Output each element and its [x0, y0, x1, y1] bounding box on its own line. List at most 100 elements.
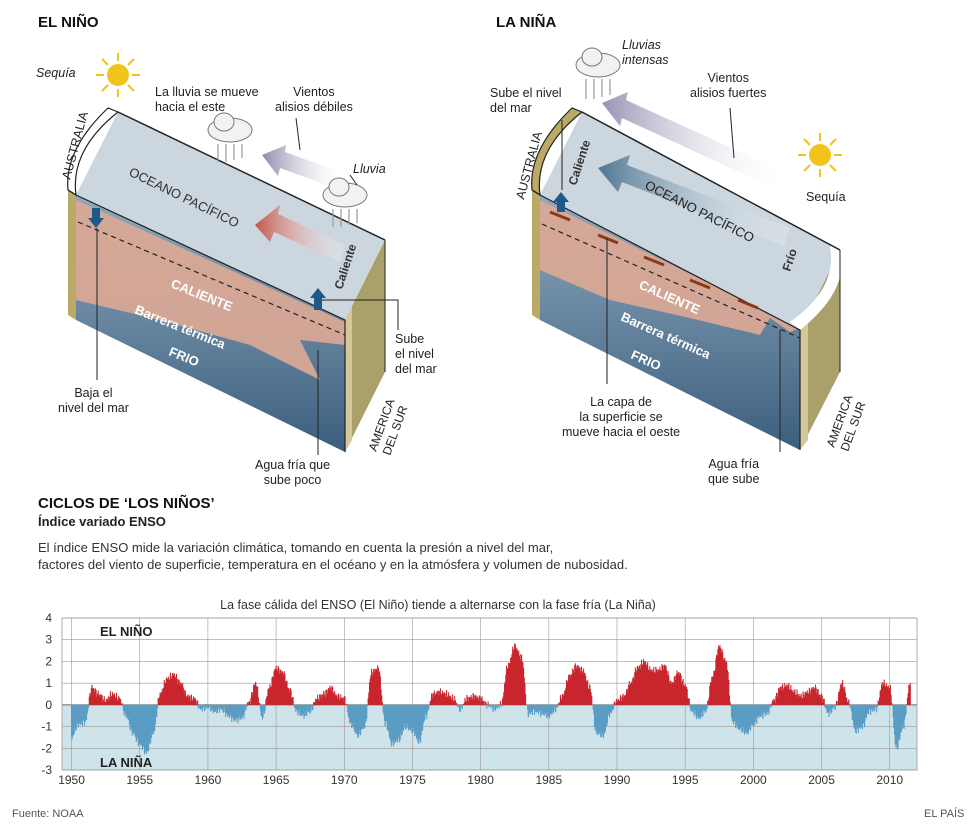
enso-cold-bar: [310, 704, 312, 712]
enso-cold-bar: [893, 704, 896, 735]
enso-warm-bar: [476, 696, 478, 705]
enso-warm-bar: [578, 667, 581, 705]
enso-cold-bar: [350, 704, 352, 722]
enso-cold-bar: [246, 704, 248, 708]
enso-cold-bar: [428, 704, 430, 711]
enso-cold-bar: [298, 704, 300, 713]
enso-warm-bar: [566, 680, 568, 705]
enso-warm-bar: [176, 673, 178, 705]
enso-warm-bar: [252, 691, 254, 705]
enso-cold-bar: [751, 704, 753, 725]
enso-cold-bar: [765, 704, 767, 714]
enso-warm-bar: [441, 690, 443, 705]
enso-warm-bar: [335, 694, 337, 705]
enso-cold-bar: [895, 704, 897, 748]
enso-warm-bar: [248, 701, 250, 705]
enso-warm-bar: [807, 693, 809, 705]
enso-cold-bar: [831, 704, 833, 708]
enso-cold-bar: [77, 704, 79, 724]
enso-warm-bar: [721, 648, 723, 705]
enso-warm-bar: [98, 694, 101, 705]
enso-warm-bar: [118, 697, 120, 705]
enso-cold-bar: [744, 704, 746, 732]
enso-warm-bar: [182, 682, 184, 705]
enso-warm-bar: [641, 665, 643, 705]
enso-cold-bar: [364, 704, 366, 722]
enso-cold-bar: [834, 704, 836, 710]
y-tick-label: 4: [45, 611, 52, 625]
enso-cold-bar: [126, 704, 128, 716]
enso-cold-bar: [152, 704, 154, 735]
enso-cold-bar: [730, 704, 732, 707]
enso-cold-bar: [210, 704, 212, 712]
enso-warm-bar: [566, 679, 568, 705]
enso-cold-bar: [295, 704, 297, 713]
enso-warm-bar: [685, 687, 687, 705]
enso-warm-bar: [557, 703, 559, 705]
enso-warm-bar: [680, 674, 682, 705]
enso-warm-bar: [638, 666, 640, 705]
enso-warm-bar: [332, 693, 334, 705]
enso-warm-bar: [507, 669, 509, 705]
enso-cold-bar: [867, 704, 869, 713]
enso-cold-bar: [828, 704, 830, 718]
enso-warm-bar: [455, 703, 457, 705]
enso-warm-bar: [467, 701, 469, 705]
enso-warm-bar: [881, 684, 883, 705]
rain-label: Lluvia: [353, 162, 386, 176]
enso-cold-bar: [859, 704, 861, 727]
enso-cold-bar: [496, 704, 498, 709]
enso-cold-bar: [223, 704, 225, 708]
enso-cold-bar: [416, 704, 418, 738]
enso-warm-bar: [169, 678, 171, 705]
enso-warm-bar: [510, 657, 512, 705]
enso-warm-bar: [317, 694, 319, 705]
enso-cold-bar: [605, 704, 607, 726]
enso-warm-bar: [673, 676, 675, 705]
enso-warm-bar: [714, 669, 716, 705]
enso-warm-bar: [111, 691, 113, 705]
enso-cold-bar: [748, 704, 750, 733]
enso-warm-bar: [101, 695, 103, 705]
enso-warm-bar: [317, 699, 319, 705]
enso-warm-bar: [485, 702, 487, 705]
enso-warm-bar: [886, 686, 888, 705]
enso-cold-bar: [694, 704, 696, 715]
enso-cold-bar: [409, 704, 411, 731]
enso-cold-bar: [146, 704, 148, 753]
enso-warm-bar: [180, 683, 182, 705]
enso-warm-bar: [94, 691, 96, 705]
enso-cold-bar: [356, 704, 358, 733]
enso-warm-bar: [687, 697, 689, 705]
enso-warm-bar: [806, 690, 808, 705]
enso-cold-bar: [413, 704, 416, 737]
enso-cold-bar: [538, 704, 540, 715]
enso-cold-bar: [242, 704, 244, 716]
enso-warm-bar: [503, 683, 506, 705]
enso-cold-bar: [849, 704, 851, 709]
enso-cold-bar: [550, 704, 552, 715]
enso-cold-bar: [128, 704, 131, 726]
enso-warm-bar: [96, 693, 98, 705]
enso-warm-bar: [686, 688, 688, 705]
enso-cold-bar: [386, 704, 388, 722]
enso-cold-bar: [300, 704, 302, 714]
enso-warm-bar: [640, 664, 642, 705]
enso-cold-bar: [211, 704, 213, 707]
enso-warm-bar: [186, 696, 188, 705]
enso-cold-bar: [351, 704, 353, 727]
enso-cold-bar: [141, 704, 143, 751]
enso-warm-bar: [570, 675, 572, 705]
enso-warm-bar: [799, 696, 801, 705]
australia-wall: [532, 190, 540, 320]
enso-cold-bar: [136, 704, 138, 738]
enso-cold-bar: [80, 704, 82, 722]
enso-warm-bar: [653, 672, 656, 705]
enso-cold-bar: [501, 704, 503, 707]
enso-cold-bar: [302, 704, 304, 714]
enso-cold-bar: [301, 704, 303, 717]
enso-warm-bar: [563, 691, 566, 705]
